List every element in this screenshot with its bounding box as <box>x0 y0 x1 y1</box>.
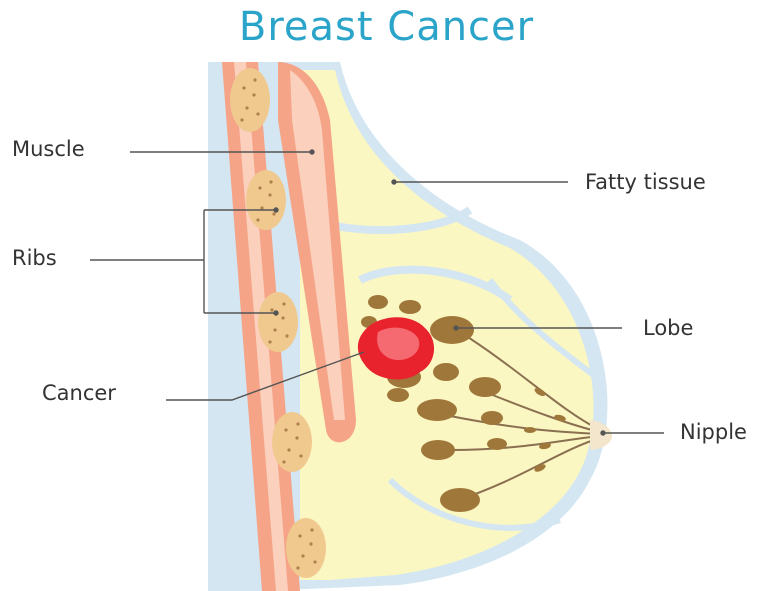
rib-bone-5 <box>286 518 326 578</box>
label-cancer: Cancer <box>42 381 116 405</box>
label-fatty-tissue: Fatty tissue <box>585 170 706 194</box>
rib-bone-4 <box>272 412 312 472</box>
label-nipple: Nipple <box>680 420 747 444</box>
label-ribs: Ribs <box>12 246 57 270</box>
rib-bone-3 <box>258 292 298 352</box>
rib-bone-2 <box>246 170 286 230</box>
nipple-shape <box>590 420 612 450</box>
label-muscle: Muscle <box>12 137 85 161</box>
label-lobe: Lobe <box>643 316 693 340</box>
rib-bone-1 <box>230 68 270 132</box>
